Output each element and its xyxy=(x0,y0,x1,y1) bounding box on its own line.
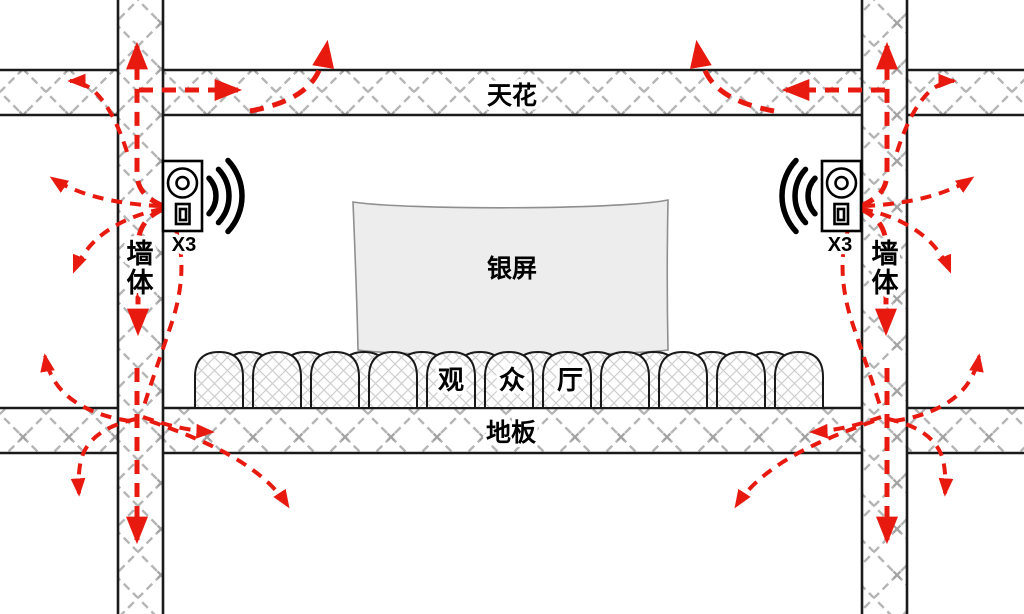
svg-text:厅: 厅 xyxy=(557,365,583,395)
right-speaker-and-arrows xyxy=(697,44,979,540)
left-wall-label: 墙 体 xyxy=(123,236,158,302)
screen-label: 银屏 xyxy=(487,255,537,283)
right-wall-label: 墙 体 xyxy=(868,236,903,302)
ceiling-label: 天花 xyxy=(487,82,537,110)
svg-text:体: 体 xyxy=(872,268,900,298)
floor-label: 地板 xyxy=(486,419,536,447)
screen-shape xyxy=(352,199,669,357)
left-speaker-and-arrows xyxy=(45,44,327,540)
svg-text:墙: 墙 xyxy=(872,239,899,269)
svg-text:观: 观 xyxy=(438,365,464,395)
audience-label: 观 众 厅 xyxy=(434,362,586,399)
svg-text:体: 体 xyxy=(127,268,155,298)
svg-text:众: 众 xyxy=(499,365,525,395)
right-speaker-count-label: X3 xyxy=(828,234,852,256)
left-speaker-count-label: X3 xyxy=(172,234,196,256)
left-wall xyxy=(116,0,165,614)
svg-text:墙: 墙 xyxy=(127,239,154,269)
